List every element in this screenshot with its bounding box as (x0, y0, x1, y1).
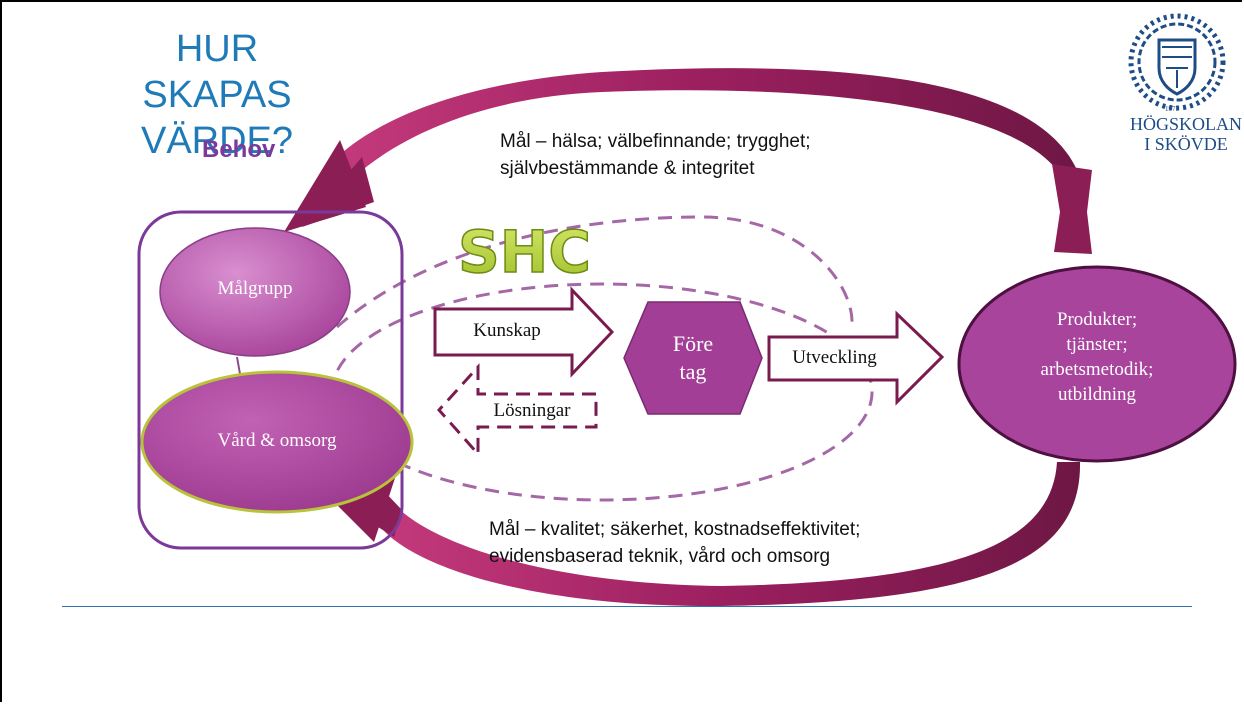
company-label: Före tag (624, 330, 762, 386)
top-goal-line-2: självbestämmande & integritet (500, 158, 755, 179)
shc-label: SHC (458, 218, 591, 286)
shc-boundary (330, 282, 874, 502)
output-ellipse (957, 265, 1237, 463)
logo-year: 1977 (1165, 105, 1179, 113)
outputs-label: Produkter; tjänster; arbetsmetodik; utbi… (992, 307, 1202, 407)
bottom-goal-text: Mål – kvalitet; säkerhet, kostnadseffekt… (489, 516, 860, 570)
top-feedback-arrow (284, 68, 1092, 254)
target-group-ellipse (159, 227, 351, 357)
logo-text: HÖGSKOLAN I SKÖVDE (1130, 114, 1242, 154)
shc-boundary-top (336, 215, 854, 329)
solutions-arrow-shape (436, 363, 598, 458)
knowledge-arrow-shape (433, 286, 615, 378)
top-goal-line-1: Mål – hälsa; välbefinnande; trygghet; (500, 131, 811, 152)
logo-line-2: I SKÖVDE (1144, 134, 1228, 154)
connector-line (236, 356, 241, 375)
care-label: Vård & omsorg (217, 430, 337, 451)
development-arrow-shape (767, 310, 945, 406)
bottom-goal-line-2: evidensbaserad teknik, vård och omsorg (489, 546, 831, 567)
company-hexagon (623, 301, 763, 415)
bottom-goal-line-1: Mål – kvalitet; säkerhet, kostnadseffekt… (489, 519, 861, 540)
company-label-line-1: Före (672, 331, 714, 356)
solutions-arrow-label: Lösningar (493, 400, 571, 421)
care-ellipse (140, 370, 414, 514)
outputs-line-3: arbetsmetodik; (1040, 359, 1154, 380)
top-goal-text: Mål – hälsa; välbefinnande; trygghet; sj… (500, 128, 811, 182)
footer-divider (62, 606, 1192, 607)
development-arrow-label: Utveckling (792, 347, 877, 368)
outputs-line-1: Produkter; (1056, 309, 1138, 330)
needs-box (137, 210, 404, 550)
outputs-line-4: utbildning (1057, 384, 1137, 405)
needs-label: Behov (202, 136, 276, 163)
knowledge-arrow-label: Kunskap (473, 320, 541, 341)
company-label-line-2: tag (679, 359, 707, 384)
logo-line-1: HÖGSKOLAN (1130, 114, 1242, 134)
university-logo (1128, 13, 1226, 111)
target-group-label: Målgrupp (217, 278, 293, 299)
outputs-line-2: tjänster; (1066, 334, 1128, 355)
